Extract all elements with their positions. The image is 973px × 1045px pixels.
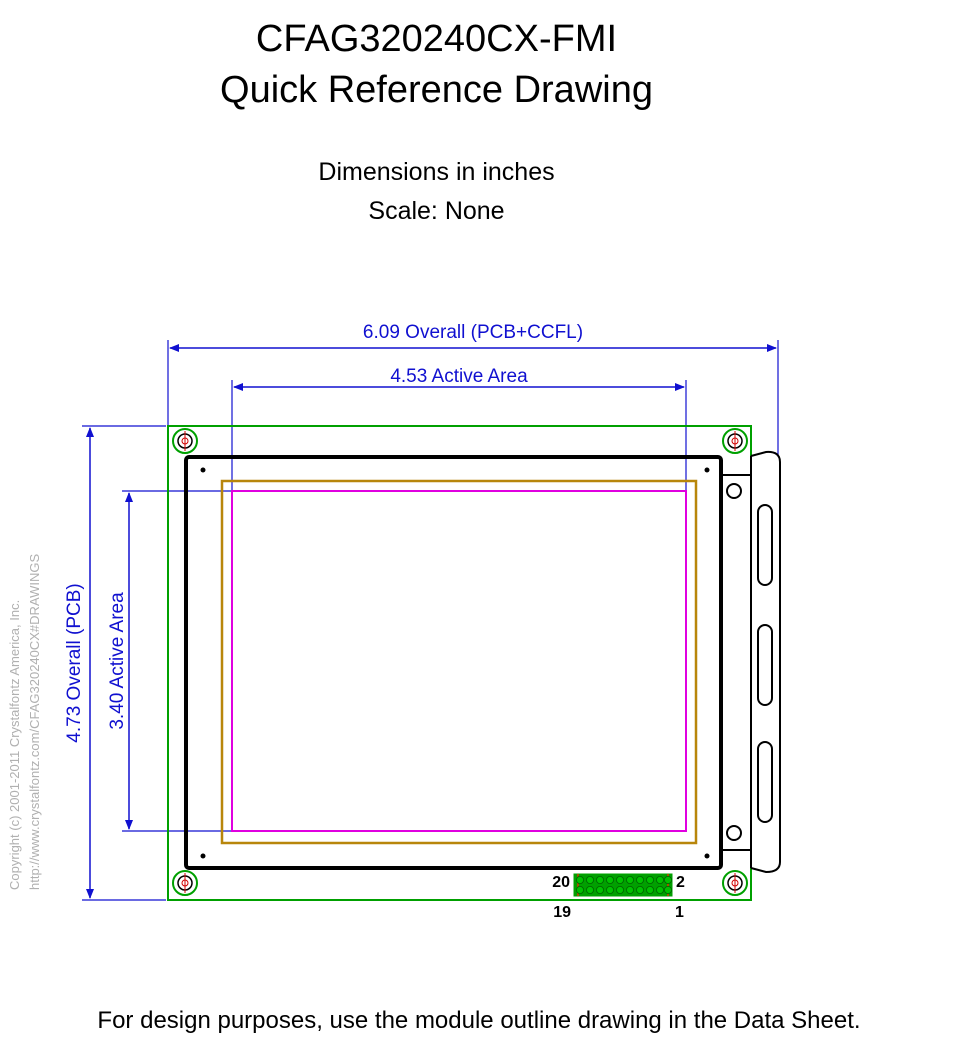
pcb-outline: [167, 425, 752, 901]
connector-header: [573, 873, 673, 897]
bezel-outline: [184, 455, 723, 870]
copyright-url: http://www.crystalfontz.com/CFAG320240CX…: [27, 553, 42, 890]
viewing-area: [220, 479, 698, 845]
bezel-screw-dots: [200, 467, 710, 859]
mounting-hole-icon: [722, 428, 748, 454]
mounting-hole-icon: [172, 428, 198, 454]
overall-width-label: 6.09 Overall (PCB+CCFL): [363, 322, 583, 343]
copyright-notice: Copyright (c) 2001-2011 Crystalfontz Ame…: [7, 553, 42, 890]
active-height-label: 3.40 Active Area: [107, 592, 128, 730]
title-part-number: CFAG320240CX-FMI: [255, 18, 618, 60]
pin-label-20: 20: [552, 874, 570, 891]
title-drawing-type: Quick Reference Drawing: [220, 69, 653, 111]
pin-label-19: 19: [553, 904, 571, 921]
scale-note: Scale: None: [368, 197, 505, 225]
design-note: For design purposes, use the module outl…: [97, 1007, 861, 1034]
active-width-label: 4.53 Active Area: [390, 366, 528, 387]
ccfl-side-bracket: [720, 450, 781, 874]
copyright-line: Copyright (c) 2001-2011 Crystalfontz Ame…: [7, 600, 22, 890]
extension-lines: [82, 340, 779, 901]
active-area: [231, 490, 687, 832]
units-note: Dimensions in inches: [318, 158, 555, 186]
dimension-lines: [86, 344, 777, 899]
overall-height-label: 4.73 Overall (PCB): [64, 583, 85, 742]
pin-label-2: 2: [676, 874, 685, 891]
pin-label-1: 1: [675, 904, 684, 921]
mounting-hole-icon: [722, 870, 748, 896]
mounting-hole-icon: [172, 870, 198, 896]
